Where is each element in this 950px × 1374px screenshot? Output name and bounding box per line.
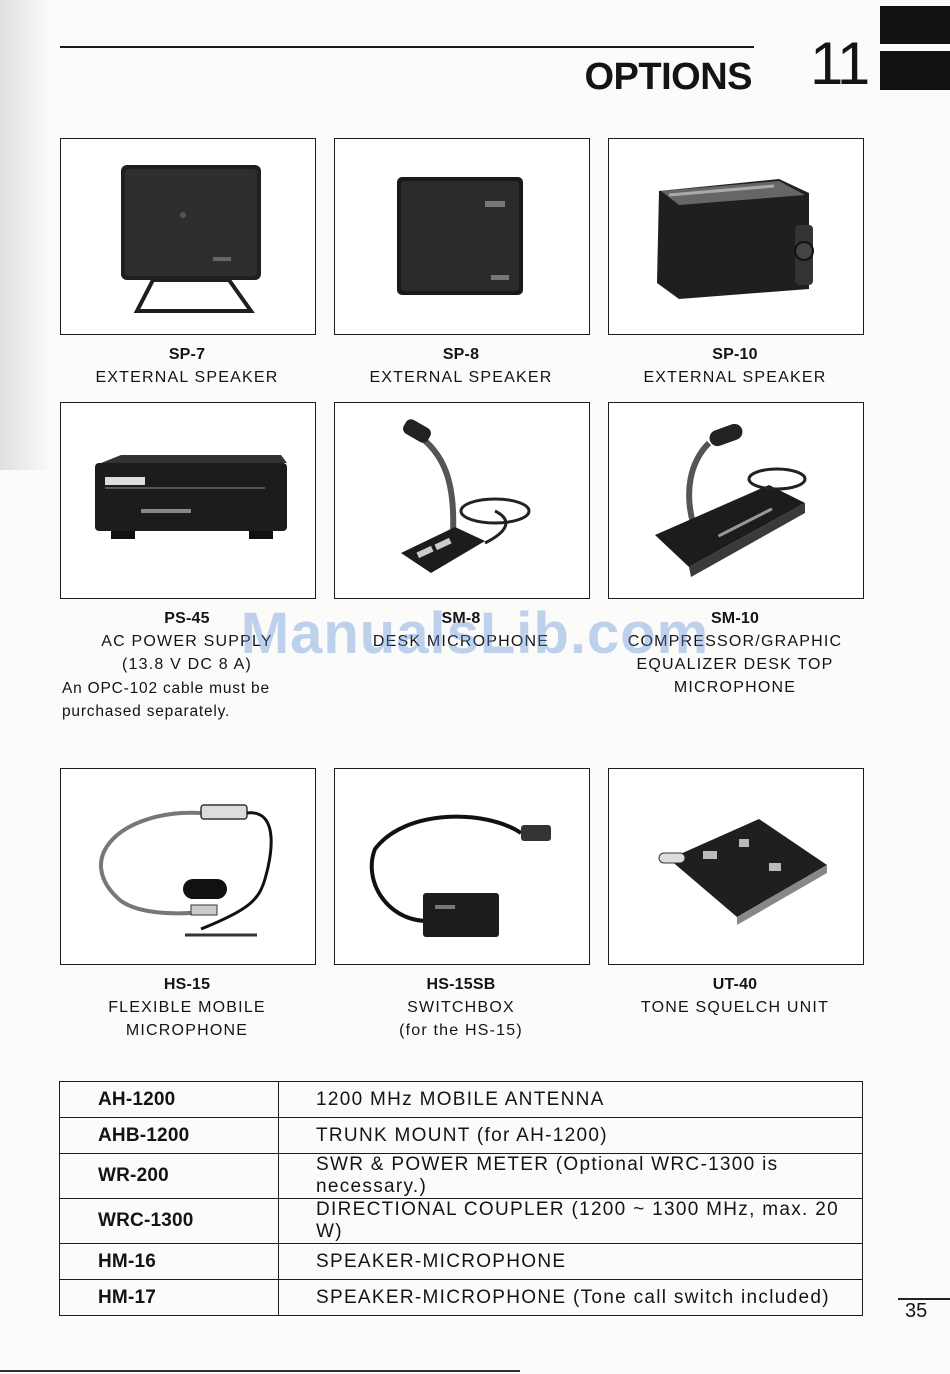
note-line: purchased separately.: [62, 703, 231, 720]
sp-8-caption: SP-8 EXTERNAL SPEAKER: [334, 343, 588, 389]
page-number: 35: [905, 1300, 928, 1322]
accessory-description: SPEAKER-MICROPHONE (Tone call switch inc…: [278, 1279, 863, 1316]
table-row: AH-1200 1200 MHz MOBILE ANTENNA: [59, 1081, 863, 1118]
product-description: EXTERNAL SPEAKER: [369, 369, 553, 386]
product-description: EQUALIZER DESK TOP: [636, 656, 834, 673]
power-supply-image: [95, 455, 287, 539]
product-description: SWITCHBOX: [407, 999, 515, 1016]
table-row: HM-16 SPEAKER-MICROPHONE: [59, 1243, 863, 1280]
switchbox-image: [369, 814, 551, 937]
model-number: SP-8: [442, 346, 480, 363]
sm-8-photo: [334, 402, 590, 599]
model-number: SM-10: [710, 610, 760, 627]
watermark: ManualsLib.com: [240, 601, 710, 666]
product-description: FLEXIBLE MOBILE: [108, 999, 266, 1016]
model-number: PS-45: [164, 610, 210, 627]
page-title: OPTIONS: [584, 56, 752, 98]
tone-squelch-unit-image: [658, 819, 827, 925]
footer-rule: [0, 1370, 520, 1372]
product-description: COMPRESSOR/GRAPHIC: [627, 633, 843, 650]
product-spec: (for the HS-15): [399, 1022, 523, 1039]
accessory-code: AHB-1200: [59, 1117, 279, 1154]
scan-edge-noise: [0, 0, 48, 470]
ps-45-photo: [60, 402, 316, 599]
product-spec: (13.8 V DC 8 A): [121, 656, 253, 673]
accessory-description: SWR & POWER METER (Optional WRC-1300 is …: [278, 1153, 863, 1199]
accessory-code: HM-16: [59, 1243, 279, 1280]
accessory-description: 1200 MHz MOBILE ANTENNA: [278, 1081, 863, 1118]
model-number: SP-10: [712, 346, 758, 363]
product-description: EXTERNAL SPEAKER: [643, 369, 827, 386]
speaker-image: [657, 179, 814, 299]
sm-10-photo: [608, 402, 864, 599]
sp-10-caption: SP-10 EXTERNAL SPEAKER: [608, 343, 862, 389]
accessory-code: AH-1200: [59, 1081, 279, 1118]
sp-8-photo: [334, 138, 590, 335]
ps-45-caption: PS-45 AC POWER SUPPLY (13.8 V DC 8 A): [60, 607, 314, 676]
accessory-description: DIRECTIONAL COUPLER (1200 ~ 1300 MHz, ma…: [278, 1198, 863, 1244]
chapter-number: 11: [810, 30, 870, 97]
desk-microphone-image: [401, 419, 531, 573]
accessory-code: WRC-1300: [59, 1198, 279, 1244]
sp-10-photo: [608, 138, 864, 335]
product-description: DESK MICROPHONE: [372, 633, 550, 650]
model-number: HS-15: [163, 976, 211, 993]
hs-15sb-photo: [334, 768, 590, 965]
table-row: HM-17 SPEAKER-MICROPHONE (Tone call swit…: [59, 1279, 863, 1316]
speaker-image: [121, 165, 261, 313]
note-line: An OPC-102 cable must be: [62, 680, 270, 697]
sp-7-photo: [60, 138, 316, 335]
ps-45-note: An OPC-102 cable must be purchased separ…: [62, 677, 316, 723]
sp-7-caption: SP-7 EXTERNAL SPEAKER: [60, 343, 314, 389]
hs-15sb-caption: HS-15SB SWITCHBOX (for the HS-15): [334, 973, 588, 1042]
accessories-table: AH-1200 1200 MHz MOBILE ANTENNA AHB-1200…: [59, 1081, 863, 1316]
product-description: AC POWER SUPPLY: [101, 633, 273, 650]
sm-10-caption: SM-10 COMPRESSOR/GRAPHIC EQUALIZER DESK …: [608, 607, 862, 699]
desk-microphone-image: [655, 423, 807, 577]
mobile-microphone-image: [99, 804, 273, 937]
model-number: UT-40: [712, 976, 758, 993]
table-row: AHB-1200 TRUNK MOUNT (for AH-1200): [59, 1117, 863, 1154]
table-row: WR-200 SWR & POWER METER (Optional WRC-1…: [59, 1153, 863, 1199]
model-number: SP-7: [168, 346, 206, 363]
ut-40-photo: [608, 768, 864, 965]
page-number-rule: [898, 1298, 950, 1300]
table-row: WRC-1300 DIRECTIONAL COUPLER (1200 ~ 130…: [59, 1198, 863, 1244]
hs-15-photo: [60, 768, 316, 965]
product-description: TONE SQUELCH UNIT: [640, 999, 830, 1016]
header-rule: [60, 46, 754, 48]
accessory-code: HM-17: [59, 1279, 279, 1316]
product-description: MICROPHONE: [673, 679, 797, 696]
accessory-description: TRUNK MOUNT (for AH-1200): [278, 1117, 863, 1154]
product-description: MICROPHONE: [125, 1022, 249, 1039]
model-number: HS-15SB: [426, 976, 496, 993]
chapter-tab-marker: [880, 6, 950, 90]
model-number: SM-8: [441, 610, 481, 627]
product-description: EXTERNAL SPEAKER: [95, 369, 279, 386]
hs-15-caption: HS-15 FLEXIBLE MOBILE MICROPHONE: [60, 973, 314, 1042]
sm-8-caption: SM-8 DESK MICROPHONE: [334, 607, 588, 653]
ut-40-caption: UT-40 TONE SQUELCH UNIT: [608, 973, 862, 1019]
speaker-image: [397, 177, 523, 295]
accessory-code: WR-200: [59, 1153, 279, 1199]
accessory-description: SPEAKER-MICROPHONE: [278, 1243, 863, 1280]
